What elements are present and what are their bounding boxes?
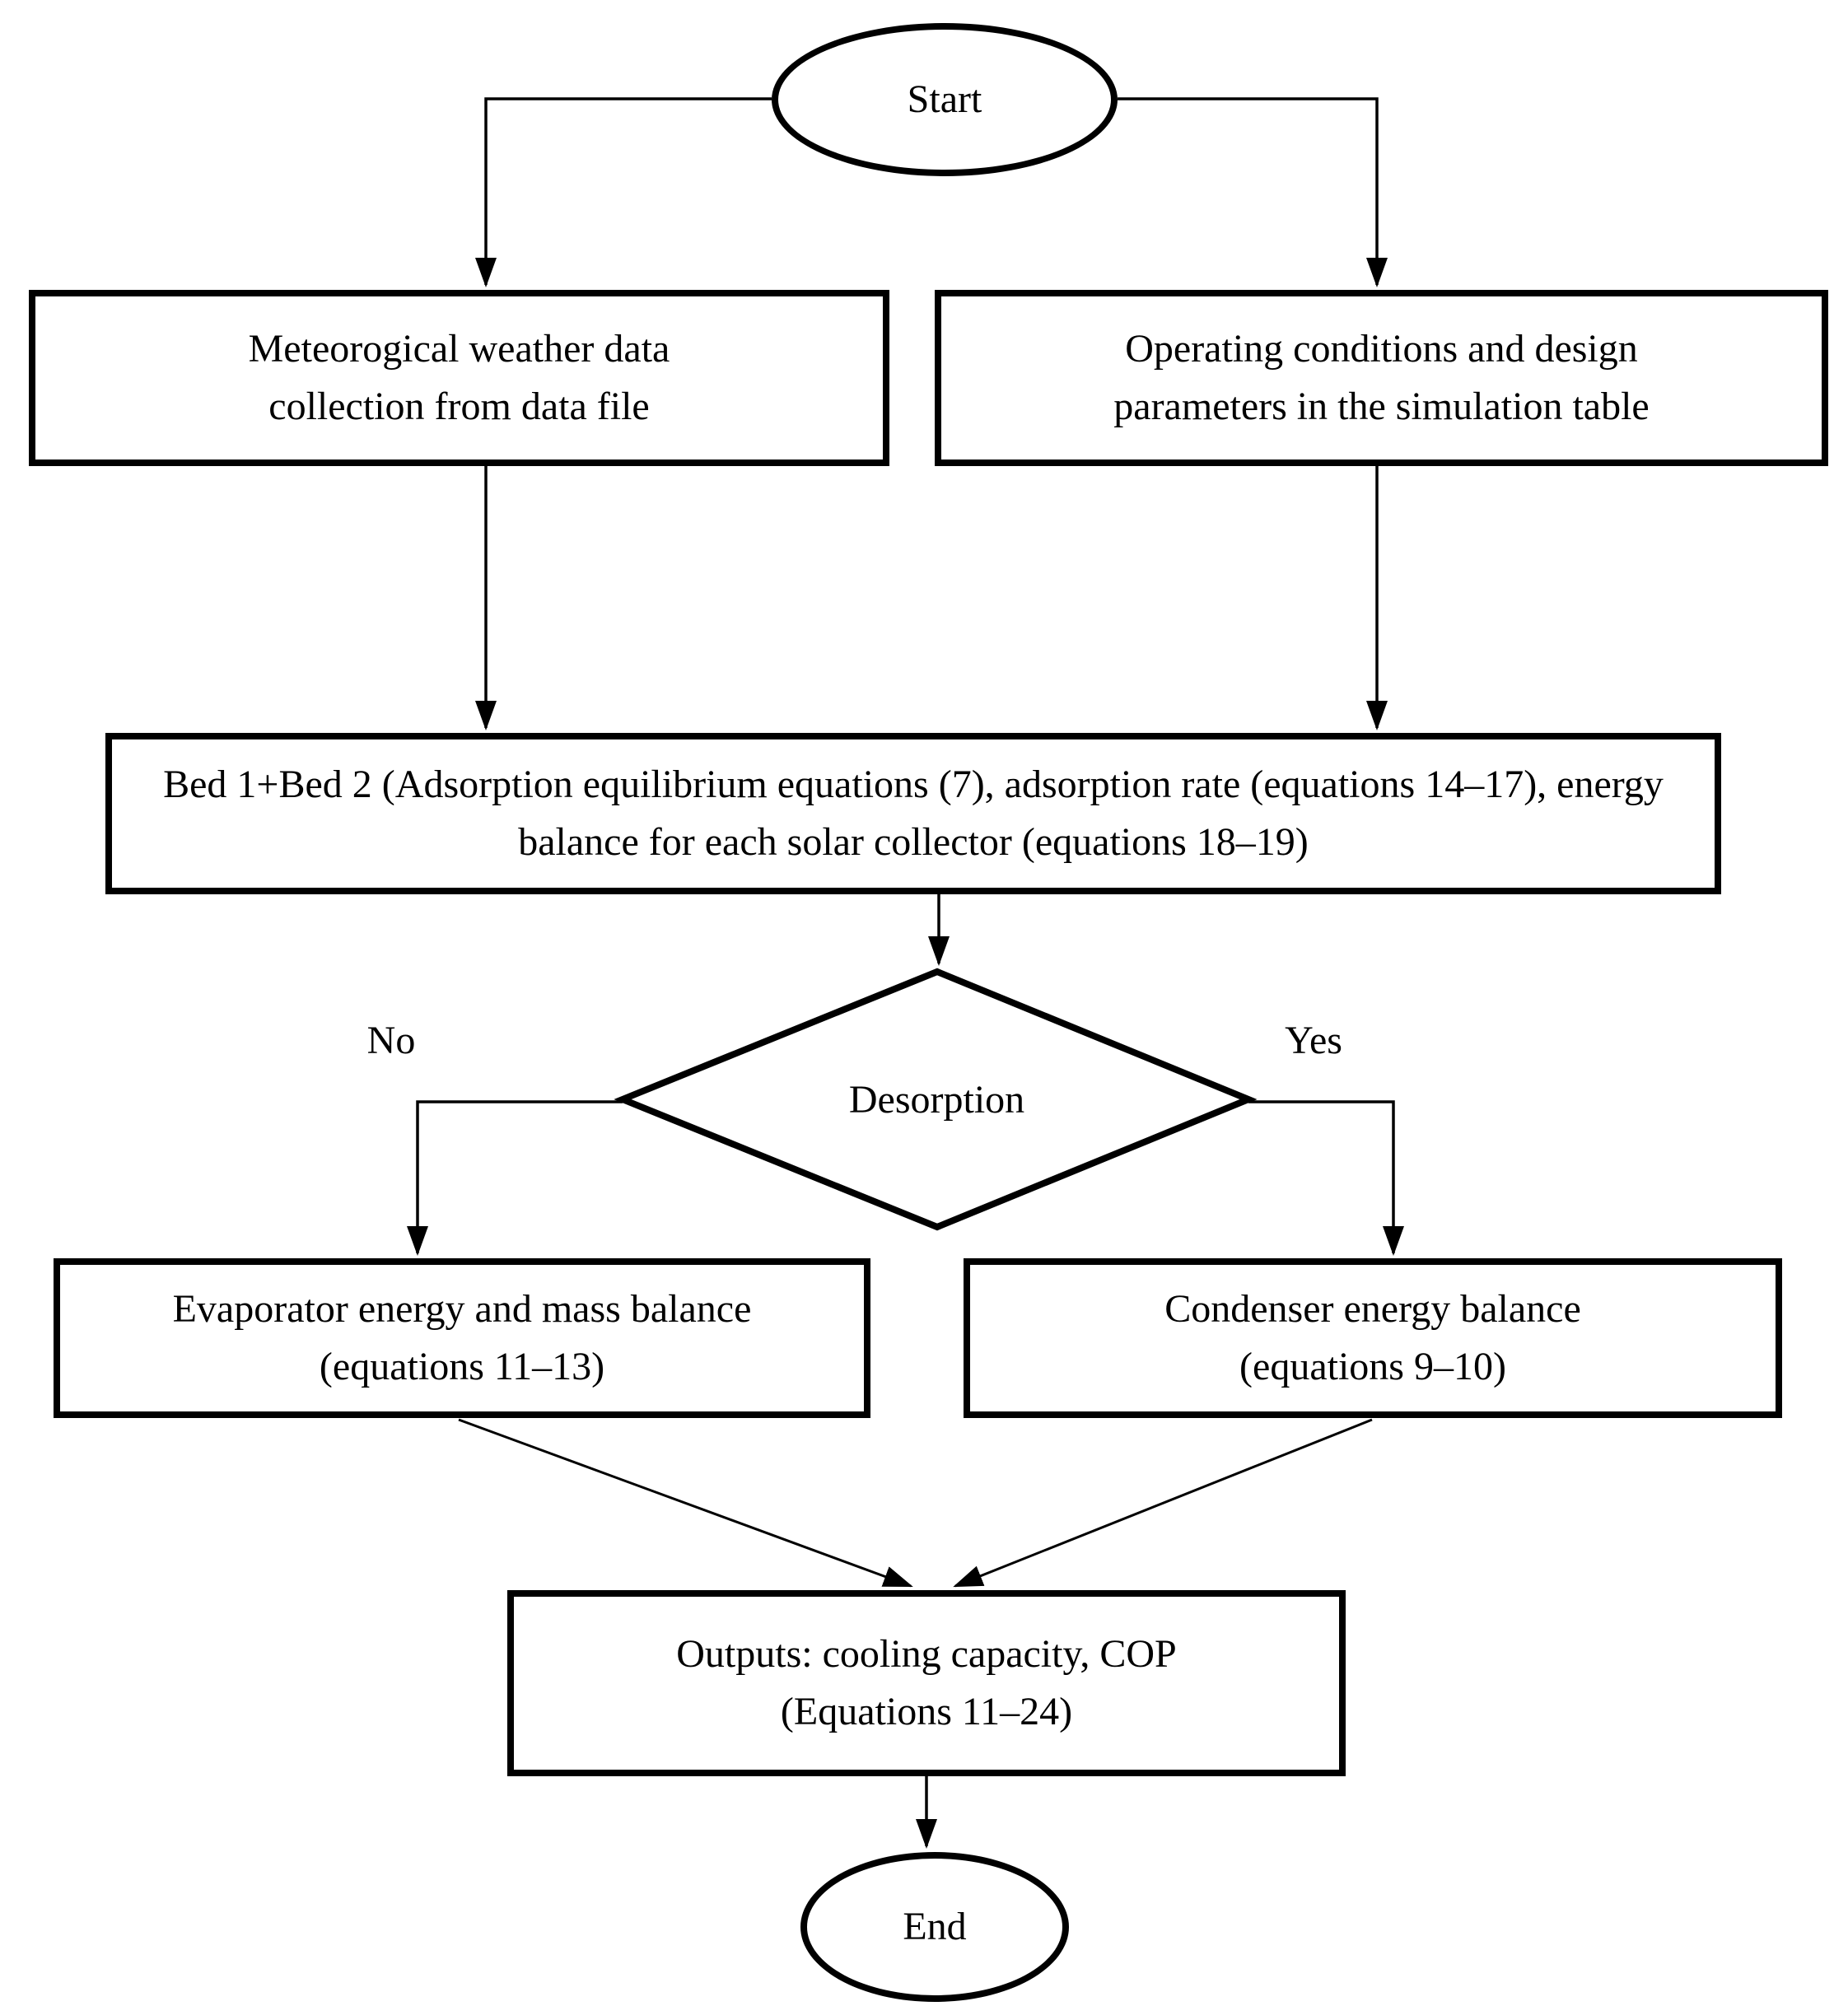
branch-label-yes: Yes xyxy=(1285,1018,1342,1062)
node-weather-label: Meteorogical weather data collection fro… xyxy=(248,327,670,428)
edge-evaporator-outputs xyxy=(458,1418,913,1588)
node-operating: Operating conditions and design paramete… xyxy=(935,290,1828,466)
node-outputs-label: Outputs: cooling capacity, COP (Equation… xyxy=(676,1632,1177,1733)
node-start: Start xyxy=(772,23,1118,176)
node-operating-label: Operating conditions and design paramete… xyxy=(1113,327,1650,428)
node-desorption: Desorption xyxy=(626,1066,1248,1132)
node-weather: Meteorogical weather data collection fro… xyxy=(29,290,889,466)
node-condenser: Condenser energy balance (equations 9–10… xyxy=(964,1258,1782,1418)
node-outputs: Outputs: cooling capacity, COP (Equation… xyxy=(507,1590,1346,1776)
node-end-label: End xyxy=(903,1905,967,1949)
edge-condenser-outputs xyxy=(953,1418,1373,1588)
node-end: End xyxy=(800,1852,1069,2002)
decision-diamond-shape xyxy=(614,968,1258,1231)
edge-desorption-condenser xyxy=(1248,1100,1404,1256)
node-desorption-label: Desorption xyxy=(848,1077,1025,1122)
node-beds-label: Bed 1+Bed 2 (Adsorption equilibrium equa… xyxy=(163,763,1664,864)
node-evaporator-label: Evaporator energy and mass balance (equa… xyxy=(172,1287,752,1388)
edge-desorption-evaporator xyxy=(407,1100,623,1256)
branch-label-no: No xyxy=(366,1018,416,1062)
node-condenser-label: Condenser energy balance (equations 9–10… xyxy=(1164,1287,1581,1388)
node-evaporator: Evaporator energy and mass balance (equa… xyxy=(54,1258,870,1418)
node-start-label: Start xyxy=(907,77,982,122)
edge-start-operating xyxy=(1118,97,1388,287)
node-beds: Bed 1+Bed 2 (Adsorption equilibrium equa… xyxy=(105,733,1721,894)
edge-start-weather xyxy=(475,97,772,287)
